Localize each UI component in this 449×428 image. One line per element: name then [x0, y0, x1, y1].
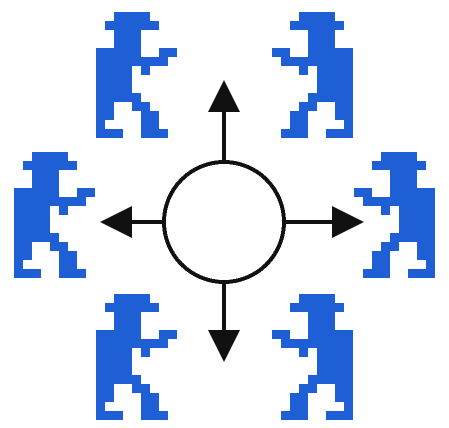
cowboy-figure-top-right	[272, 12, 353, 138]
cowboy-figure-bottom-left	[96, 294, 177, 420]
center-circle	[164, 162, 284, 282]
cowboy-figure-top-left	[96, 12, 177, 138]
arrow-left-icon	[100, 206, 132, 238]
cowboy-figure-bottom-right	[272, 294, 353, 420]
arrow-down-icon	[208, 330, 240, 362]
cowboy-figure-middle-right	[354, 152, 435, 278]
cowboy-figure-middle-left	[14, 152, 95, 278]
arrow-right-icon	[332, 206, 364, 238]
arrow-up-icon	[208, 80, 240, 112]
